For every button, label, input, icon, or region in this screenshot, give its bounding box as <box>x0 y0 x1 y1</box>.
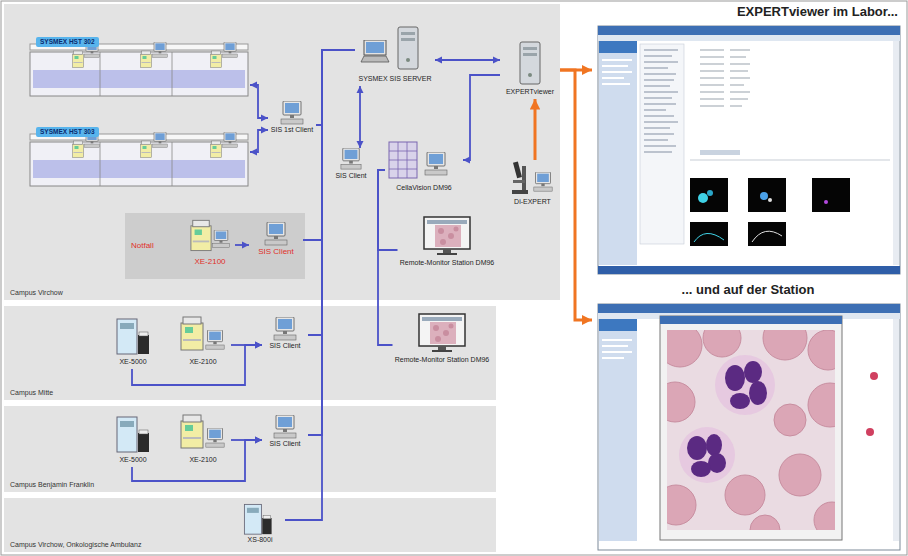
device-node: CellaVision DM96 <box>385 140 463 195</box>
connector <box>285 50 355 520</box>
node-label: Campus Benjamin Franklin <box>10 481 496 489</box>
connector <box>359 86 361 148</box>
connector <box>303 50 355 240</box>
campus-ground <box>4 4 560 300</box>
connector <box>231 439 262 441</box>
device-node: XE-2100 <box>183 217 235 269</box>
connector <box>231 344 262 346</box>
node-label: XE-2100 <box>177 456 229 464</box>
device-node: SIS 1st Client <box>268 100 316 137</box>
connector <box>132 345 262 385</box>
node-label: SYSMEX HST 302 <box>36 37 99 47</box>
device-node: EXPERTviewer <box>500 40 560 99</box>
node-label: Di-EXPERT <box>507 198 558 206</box>
screenshot-ward <box>598 304 900 550</box>
device-node: XE-2100 <box>175 314 231 369</box>
device-node: Remote-Monitor Station DM96 <box>398 215 497 270</box>
connector <box>308 50 355 335</box>
node-label: Remote-Monitor Station DM96 <box>395 356 490 364</box>
analyzer-line-drawing <box>30 42 248 96</box>
connector <box>534 99 537 160</box>
campus-ground <box>4 306 496 400</box>
campus-band: Campus Benjamin Franklin XE-5000 XE-2100 SI… <box>4 406 496 492</box>
connector <box>235 244 249 246</box>
device-node: SIS Client <box>262 316 308 353</box>
campus-band: Campus Virchow, Onkologische AmbulanzXS-… <box>4 498 496 552</box>
connector <box>463 75 500 160</box>
connector <box>132 440 262 481</box>
analyzer-line: SYSMEX HST 302 <box>28 28 250 98</box>
node-label: SYSMEX SIS SERVER <box>357 75 433 83</box>
device-node: Remote-Monitor Station DM96 <box>393 312 492 367</box>
analyzer-line: SYSMEX HST 303 <box>28 118 250 188</box>
analyzer-line-drawing <box>30 132 248 186</box>
device-node: XE-5000 <box>110 314 156 369</box>
connector <box>378 170 393 345</box>
device-node: Di-EXPERT <box>505 160 560 209</box>
campus-band: Campus Virchow SYSMEX HST 302SYSMEX HST 3… <box>4 4 560 300</box>
device-node: SIS Client <box>330 148 372 183</box>
campus-ground <box>4 498 496 552</box>
node-label: Remote-Monitor Station DM96 <box>400 259 495 267</box>
connector <box>435 59 500 61</box>
screenshot-panel: EXPERTviewer im Labor... <box>592 4 904 278</box>
node-label: Notfall <box>131 241 181 250</box>
emergency-area: NotfallXE-2100 SIS Client <box>125 213 305 279</box>
node-label: ... und auf der Station <box>592 282 904 299</box>
node-label: XE-5000 <box>112 358 154 366</box>
screenshot-panel: ... und auf der Station <box>592 282 904 554</box>
node-label: SIS Client <box>251 247 301 256</box>
node-label: CellaVision DM96 <box>387 184 461 192</box>
device-node: XE-5000 <box>110 412 156 467</box>
campus-band: Campus Mitte XE-5000 XE-2100 SIS ClientRemo… <box>4 306 496 400</box>
node-label: SIS Client <box>264 440 306 448</box>
node-label: Campus Mitte <box>10 389 496 397</box>
connector <box>308 50 355 435</box>
connector <box>560 70 592 320</box>
connector <box>250 130 268 152</box>
device-node: SIS Client <box>262 414 308 451</box>
node-label: SIS 1st Client <box>270 126 314 134</box>
emergency-ground <box>125 213 305 279</box>
device-node: XE-2100 <box>175 412 231 467</box>
node-label: XE-2100 <box>177 358 229 366</box>
device-node: XS-800i <box>235 500 285 547</box>
node-label: SYSMEX HST 303 <box>36 127 99 137</box>
device-node: SYSMEX SIS SERVER <box>355 25 435 86</box>
node-label: XE-5000 <box>112 456 154 464</box>
device-node: SIS Client <box>249 221 303 259</box>
screenshot-lab <box>598 26 900 274</box>
node-label: SIS Client <box>332 172 370 180</box>
connector <box>250 85 268 118</box>
connector <box>378 170 398 250</box>
node-label: Campus Virchow <box>10 289 560 297</box>
node-label: XE-2100 <box>185 257 235 266</box>
node-label: SIS Client <box>264 342 306 350</box>
node-label: EXPERTviewer <box>502 88 558 96</box>
device-icons <box>117 27 552 534</box>
node-label: EXPERTviewer im Labor... <box>592 4 904 21</box>
campus-ground <box>4 406 496 492</box>
node-label: XS-800i <box>237 536 283 544</box>
